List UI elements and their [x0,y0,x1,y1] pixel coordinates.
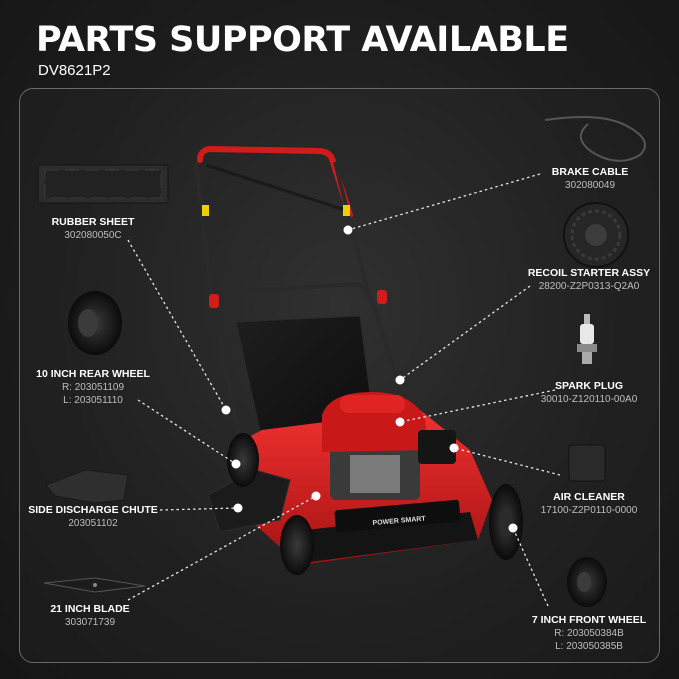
rubber-sheet-ribs [44,169,162,199]
front-wheel-thumb-hub [577,572,591,592]
leader-air-cleaner [453,447,561,476]
air-cleaner-image [568,444,606,482]
handle-yellow-band-left [202,205,209,216]
part-code: 28200-Z2P0313-Q2A0 [538,281,640,292]
part-name: 10 INCH REAR WHEEL [36,368,150,380]
dot-blade [311,491,321,501]
handle-left-lower [210,299,242,441]
rear-wheel-left [227,433,259,487]
part-name: RUBBER SHEET [51,216,135,228]
label-brake-cable: BRAKE CABLE 302080049 [545,166,635,192]
part-code: 303071739 [64,617,116,628]
handle-knob-left [209,294,219,308]
parts-panel [19,88,660,663]
leader-recoil-starter [399,285,531,381]
leader-brake-cable [347,173,541,231]
label-spark-plug: SPARK PLUG 30010-Z120110-00A0 [525,380,653,406]
leader-rear-wheel [137,399,237,465]
handle-knob-right [377,290,387,304]
handle-right-upper [333,161,372,301]
dot-front-wheel [508,523,518,533]
rubber-sheet-thumbnail [37,164,169,204]
dot-side-chute [233,503,243,513]
front-wheel-right-hub [499,507,513,537]
label-rubber-sheet: RUBBER SHEET 302080050C [38,216,148,242]
blade-thumbnail [43,577,146,593]
deck-brand-text: POWER SMART [372,515,426,527]
part-name: 7 INCH FRONT WHEEL [531,614,647,626]
lawn-mower-illustration: POWER SMART [194,145,523,575]
brake-cable-image [544,115,646,162]
part-name: AIR CLEANER [553,491,625,503]
spark-plug-terminal [584,314,590,324]
spark-plug-insulator [580,324,594,344]
brake-bail [205,163,346,212]
engine-fins [350,455,400,493]
rear-wheel-hub [78,309,98,337]
label-air-cleaner: AIR CLEANER 17100-Z2P0110-0000 [525,491,653,517]
rear-wheel-thumbnail [68,291,122,355]
spark-plug-thread [582,352,592,364]
part-code-right: R: 203050384B [554,628,624,639]
part-code-left: L: 203050385B [555,641,623,652]
part-code: 302080049 [564,180,616,191]
dot-rubber-sheet [221,405,231,415]
dot-air-cleaner [449,443,459,453]
part-code: 30010-Z120110-00A0 [540,394,638,405]
part-name: RECOIL STARTER ASSY [527,267,651,279]
label-blade: 21 INCH BLADE 303071739 [30,603,150,629]
dot-spark-plug [395,417,405,427]
dot-recoil-starter [395,375,405,385]
handle-bar [197,145,353,218]
part-name: SPARK PLUG [554,380,624,392]
leader-front-wheel [512,527,549,607]
leader-side-chute [159,507,239,511]
handle-left-upper [194,161,214,301]
engine-shroud-top [340,395,405,413]
side-chute-image [45,469,129,504]
part-code: 302080050C [64,230,122,241]
recoil-starter-thumbnail [563,202,629,268]
label-side-chute: SIDE DISCHARGE CHUTE 203051102 [26,504,160,530]
part-name: BRAKE CABLE [551,166,629,178]
part-code-left: L: 203051110 [63,395,123,406]
recoil-starter-center [585,224,607,246]
front-wheel-left [280,515,314,575]
part-name: SIDE DISCHARGE CHUTE [28,504,158,516]
part-name: 21 INCH BLADE [50,603,130,615]
deck-front-bumper [305,512,478,562]
engine-air-cleaner-housing [418,430,456,464]
handle-yellow-band-right [343,205,350,216]
page-title: PARTS SUPPORT AVAILABLE [36,20,569,60]
blade-center-hole [93,583,97,587]
dot-rear-wheel [231,459,241,469]
leader-spark-plug [399,389,556,423]
part-code: 203051102 [68,518,118,529]
label-front-wheel: 7 INCH FRONT WHEEL R: 203050384B L: 2030… [527,614,651,653]
deck-badge [334,499,461,533]
recoil-starter-rim [570,209,622,261]
model-number: DV8621P2 [38,62,111,79]
spark-plug-thumbnail [577,314,597,364]
dot-brake-cable [343,225,353,235]
front-wheel-thumbnail [567,557,607,607]
label-rear-wheel: 10 INCH REAR WHEEL R: 203051109 L: 20305… [28,368,158,407]
spark-plug-hex [577,344,597,352]
part-code-right: R: 203051109 [61,382,125,393]
handle-lower-frame [210,281,407,406]
label-recoil-starter: RECOIL STARTER ASSY 28200-Z2P0313-Q2A0 [525,267,653,293]
part-code: 17100-Z2P0110-0000 [540,505,638,516]
brake-cable-thumbnail [544,115,646,162]
